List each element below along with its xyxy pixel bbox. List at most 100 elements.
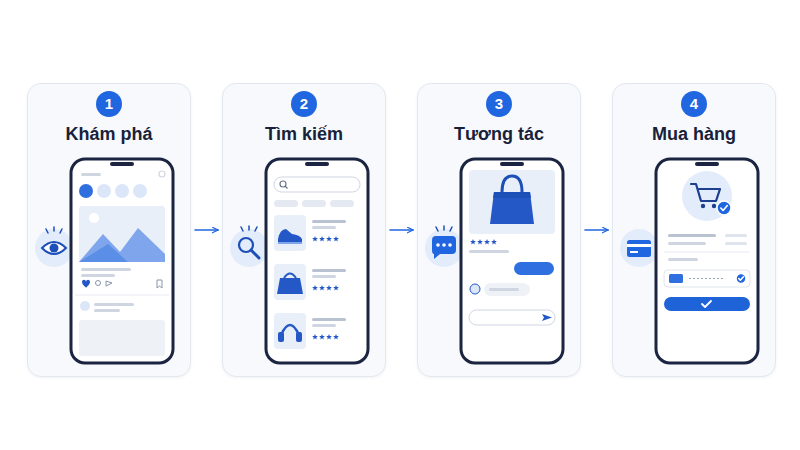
step-card: 3Tương tác [417,83,581,377]
text-line [312,269,346,272]
step-title: Tìm kiếm [261,123,347,145]
magnifier-handle [251,250,259,258]
phone-notch [500,162,524,166]
cart-wheel [712,204,716,208]
text-line [725,242,747,245]
illustration-group [230,159,368,363]
phone-frame [656,159,758,363]
text-line [94,309,120,312]
rating-star [326,236,332,241]
rating-star [312,334,318,339]
avatar [80,301,90,311]
text-line [81,274,115,277]
illustration-group [620,159,758,363]
cart-icon [691,184,720,201]
text-line [725,234,747,237]
card-digits [630,251,638,253]
text-line [312,220,346,223]
icon-rays [241,226,257,231]
post-image [79,206,165,262]
pay-button [664,297,750,311]
rating-star [319,285,325,290]
chat-bubble-sent [514,262,554,275]
product-thumb [274,215,306,251]
rating-star [484,239,490,244]
rating-star [333,236,339,241]
step-card: 4Mua hàng [612,83,776,377]
search-bar [274,177,360,192]
phone-frame [71,159,173,363]
share-icon [106,281,112,286]
step-number: 2 [291,91,317,117]
cart-circle [682,171,732,221]
step-card: 2Tìm kiếm [222,83,386,377]
mountain [79,228,165,262]
rating-star [326,285,332,290]
text-line [469,250,509,253]
story-circle [79,184,93,198]
rating-star [333,285,339,290]
headphones-cup [296,332,302,342]
bag-illustration [490,192,534,224]
text-line [81,268,131,271]
story-circle [133,184,147,198]
step-title: Mua hàng [648,123,740,145]
chat-dot [436,243,440,247]
rating-star [319,334,325,339]
avatar [470,284,480,294]
shoe-icon [278,229,302,243]
phone-notch [305,162,329,166]
phone-notch [695,162,719,166]
card-number [689,278,725,279]
icon-circle [35,229,73,267]
illustration-group [35,159,173,363]
filter-chip [330,200,354,207]
chat-dot [442,243,446,247]
text-line [489,288,519,291]
check-mark [702,301,711,307]
check-mark [739,277,744,281]
chat-dot [448,243,452,247]
phone-notch [110,162,134,166]
bag-handle [502,176,522,192]
bag-handle [284,274,296,279]
send-icon [542,314,552,321]
divider [664,252,750,253]
icon-circle [425,229,463,267]
check-badge [736,274,746,284]
card-stripe [627,244,651,247]
search-icon [285,186,288,189]
settings-dot [159,171,165,177]
filter-chip [274,200,298,207]
rating-star [326,334,332,339]
phone-frame [461,159,563,363]
text-line [81,173,101,176]
rating-star [491,239,497,244]
rating-star [470,239,476,244]
icon-rays [436,226,452,231]
credit-card-icon [627,240,651,257]
text-line [312,275,336,278]
text-line [312,318,346,321]
bag-icon [277,278,303,294]
product-thumb [274,313,306,349]
text-line [668,258,698,261]
payment-row [664,270,750,287]
chat-bubble-received [484,283,530,296]
step-number: 3 [486,91,512,117]
step-number: 1 [96,91,122,117]
product-thumb [274,264,306,300]
step-title: Khám phá [61,123,156,145]
step-number: 4 [681,91,707,117]
text-line [668,242,706,245]
post-image [79,320,165,356]
rating-star [333,334,339,339]
phone-frame [266,159,368,363]
heart-icon [82,280,90,288]
eye-icon [42,242,66,254]
icon-circle [620,229,658,267]
filter-chip [302,200,326,207]
rating-star [477,239,483,244]
sun [89,213,99,223]
